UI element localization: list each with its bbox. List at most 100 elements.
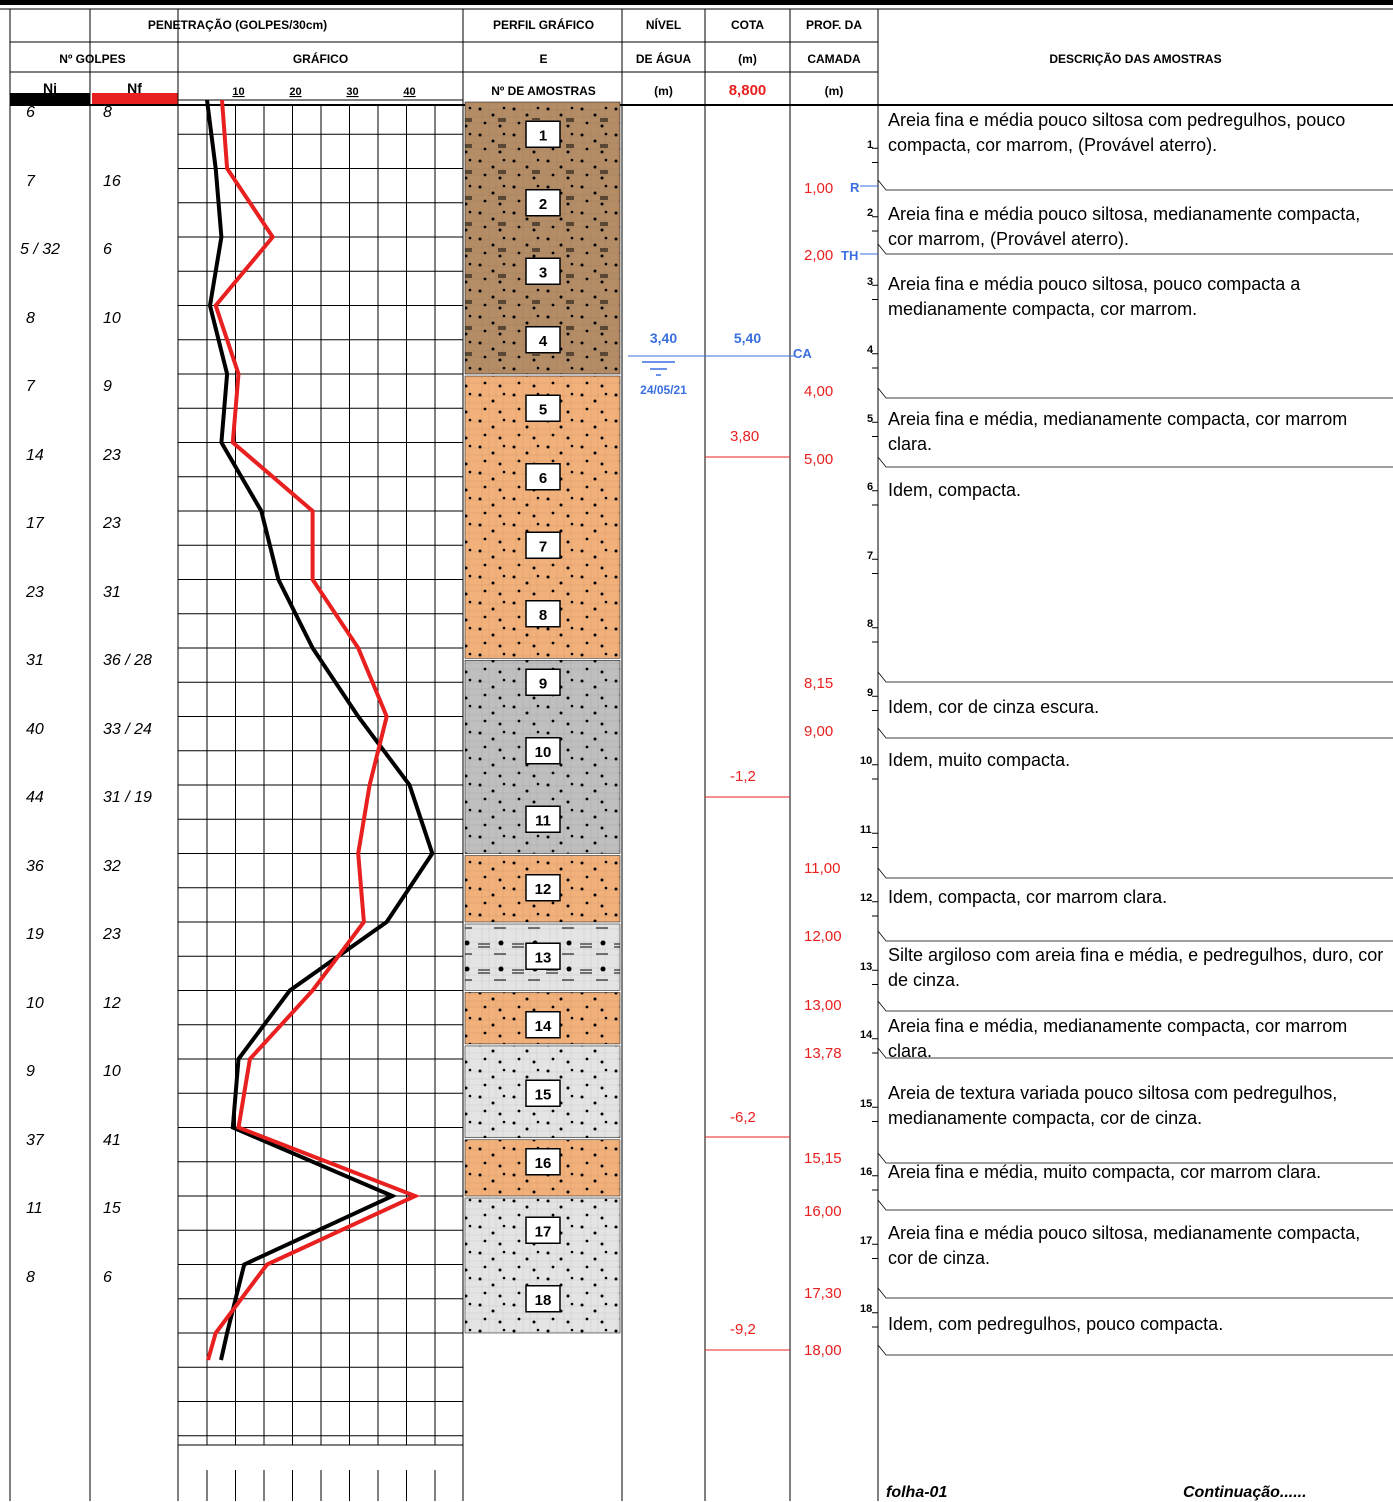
- ni-value: 31: [26, 652, 44, 670]
- layer-depth: 18,00: [804, 1342, 842, 1359]
- water-level-marker: CA: [793, 346, 812, 361]
- sample-number-5: 5: [539, 401, 547, 418]
- description-separator: [878, 388, 1393, 398]
- nf-value: 9: [103, 378, 112, 396]
- nf-value: 8: [103, 104, 112, 122]
- sample-number-4: 4: [539, 333, 548, 350]
- ni-value: 17: [26, 515, 44, 533]
- series-line-nf: [208, 100, 415, 1360]
- ni-value: 6: [26, 104, 35, 122]
- sample-description: Areia fina e média, muito compacta, cor …: [888, 1160, 1388, 1185]
- sample-number-6: 6: [539, 470, 547, 487]
- ni-value: 5 / 32: [20, 241, 60, 259]
- description-separator: [878, 457, 1393, 467]
- x-tick-label-20: 20: [289, 86, 301, 98]
- layer-depth: 4,00: [804, 383, 833, 400]
- sample-number-14: 14: [535, 1018, 552, 1035]
- sample-description: Areia fina e média, medianamente compact…: [888, 407, 1388, 457]
- sample-description: Idem, com pedregulhos, pouco compacta.: [888, 1312, 1388, 1337]
- depth-tick-label: 4: [867, 344, 873, 356]
- description-separator: [878, 1001, 1393, 1011]
- description-separator: [878, 728, 1393, 738]
- cota-mark: -6,2: [730, 1109, 756, 1126]
- depth-tick-label: 9: [867, 687, 873, 699]
- sample-number-2: 2: [539, 196, 547, 213]
- description-separator: [878, 1288, 1393, 1298]
- x-tick-label-30: 30: [346, 86, 358, 98]
- layer-depth: 2,00: [804, 247, 833, 264]
- layer-depth: 5,00: [804, 451, 833, 468]
- sample-description: Areia fina e média pouco siltosa, pouco …: [888, 272, 1388, 322]
- depth-tick-label: 1: [867, 139, 873, 151]
- layer-depth: 11,00: [804, 860, 840, 877]
- depth-tick-label: 12: [860, 892, 872, 904]
- x-tick-label-10: 10: [232, 86, 244, 98]
- nf-value: 12: [103, 995, 121, 1013]
- sample-number-7: 7: [539, 538, 547, 555]
- depth-tick-label: 10: [860, 755, 872, 767]
- nf-value: 6: [103, 1269, 112, 1287]
- sample-description: Areia fina e média pouco siltosa com ped…: [888, 108, 1388, 158]
- nf-value: 41: [103, 1132, 121, 1150]
- sample-number-8: 8: [539, 607, 547, 624]
- cota-mark: 3,80: [730, 428, 759, 445]
- ni-value: 19: [26, 926, 44, 944]
- water-level-depth: 3,40: [622, 330, 705, 346]
- sample-number-9: 9: [539, 675, 547, 692]
- water-level-cota: 5,40: [705, 330, 790, 346]
- ni-value: 36: [26, 858, 44, 876]
- sample-number-12: 12: [535, 881, 552, 898]
- nf-value: 23: [103, 447, 121, 465]
- depth-tick-label: 7: [867, 550, 873, 562]
- nf-value: 10: [103, 1063, 121, 1081]
- sample-description: Idem, cor de cinza escura.: [888, 695, 1388, 720]
- nf-value: 6: [103, 241, 112, 259]
- ni-color-block: [10, 93, 90, 105]
- footer-continuation: Continuação......: [1183, 1484, 1307, 1502]
- ni-value: 11: [26, 1200, 43, 1218]
- marker-r: R: [850, 180, 859, 195]
- sample-number-11: 11: [535, 812, 551, 829]
- depth-tick-label: 11: [860, 824, 872, 836]
- nf-value: 31 / 19: [103, 789, 152, 807]
- ni-value: 14: [26, 447, 44, 465]
- ni-value: 10: [26, 995, 44, 1013]
- cota-mark: -9,2: [730, 1321, 756, 1338]
- ni-value: 40: [26, 721, 44, 739]
- sample-number-16: 16: [535, 1155, 552, 1172]
- ni-value: 9: [26, 1063, 35, 1081]
- depth-tick-label: 18: [860, 1303, 872, 1315]
- sample-number-10: 10: [535, 744, 552, 761]
- series-line-ni: [207, 100, 432, 1360]
- description-separator: [878, 1345, 1393, 1355]
- depth-tick-label: 3: [867, 276, 873, 288]
- layer-depth: 17,30: [804, 1285, 842, 1302]
- x-tick-label-40: 40: [403, 86, 415, 98]
- depth-tick-label: 14: [860, 1029, 872, 1041]
- sample-description: Areia de textura variada pouco siltosa c…: [888, 1081, 1388, 1131]
- sample-description: Areia fina e média pouco siltosa, median…: [888, 202, 1388, 252]
- depth-tick-label: 13: [860, 961, 872, 973]
- layer-depth: 8,15: [804, 675, 833, 692]
- nf-value: 33 / 24: [103, 721, 152, 739]
- nf-value: 23: [103, 515, 121, 533]
- sample-number-13: 13: [535, 949, 552, 966]
- depth-tick-label: 17: [860, 1235, 872, 1247]
- ni-value: 44: [26, 789, 44, 807]
- nf-value: 16: [103, 173, 121, 191]
- depth-tick-label: 2: [867, 207, 873, 219]
- description-separator: [878, 868, 1393, 878]
- sample-number-15: 15: [535, 1086, 552, 1103]
- depth-tick-label: 16: [860, 1166, 872, 1178]
- layer-depth: 13,78: [804, 1045, 842, 1062]
- depth-tick-label: 15: [860, 1098, 872, 1110]
- sample-number-3: 3: [539, 264, 547, 281]
- sample-number-1: 1: [539, 127, 547, 144]
- layer-depth: 16,00: [804, 1203, 842, 1220]
- depth-tick-label: 6: [867, 481, 873, 493]
- sample-description: Silte argiloso com areia fina e média, e…: [888, 943, 1388, 993]
- ni-value: 37: [26, 1132, 44, 1150]
- marker-th: TH: [841, 248, 858, 263]
- depth-tick-label: 5: [867, 413, 873, 425]
- water-level-date: 24/05/21: [622, 383, 705, 397]
